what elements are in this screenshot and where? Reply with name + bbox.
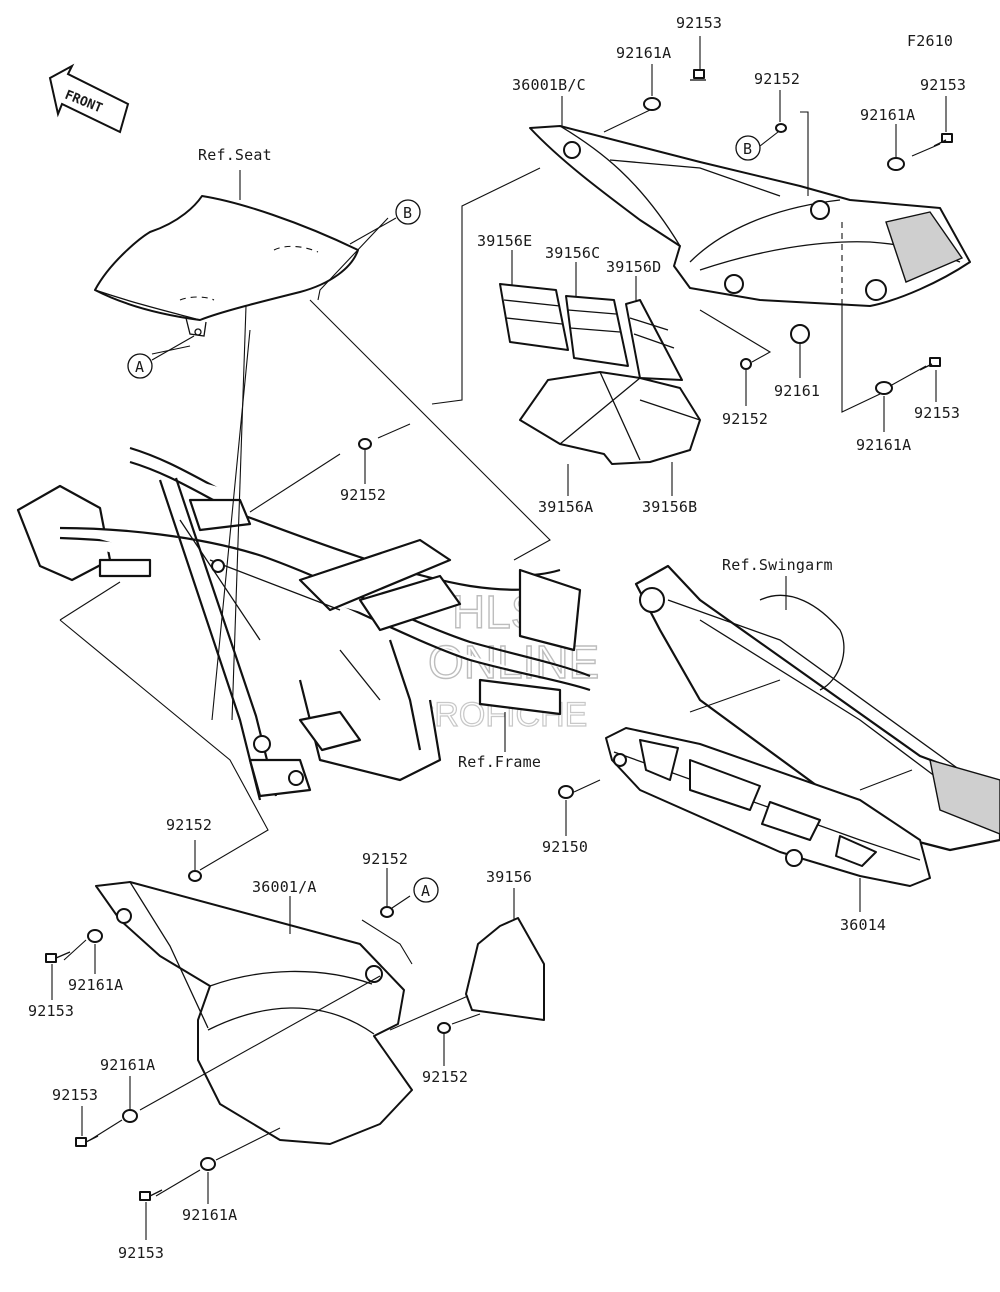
part-label: 39156 (486, 868, 532, 886)
callout-b-top-icon: B (735, 131, 779, 161)
part-label: 92161A (860, 106, 915, 124)
part-label: 92153 (676, 14, 722, 32)
collar-92161-icon (790, 324, 810, 344)
callout-a-seat-label: A (135, 358, 144, 376)
part-label: 36014 (840, 916, 886, 934)
part-label: 36001/A (252, 878, 317, 896)
collar-92161a-bottom1-icon (122, 1109, 138, 1123)
part-label: 39156A (538, 498, 593, 516)
part-label: 92153 (28, 1002, 74, 1020)
figure-code: F2610 (907, 32, 953, 50)
part-label: 92152 (422, 1068, 468, 1086)
decal-39156e (499, 283, 569, 351)
bolt-92153-bottom2-icon (139, 1189, 163, 1201)
bolt-92153-topright-icon (933, 133, 953, 147)
part-label: 92161A (182, 1206, 237, 1224)
part-label: 92161A (616, 44, 671, 62)
leader-lines (51, 36, 947, 1240)
ref-frame-label: Ref.Frame (458, 753, 541, 771)
seat-cowl-part (529, 125, 971, 307)
ref-swingarm-label: Ref.Swingarm (722, 556, 833, 574)
washer-92152-top-icon (775, 123, 787, 133)
labels: F2610 Ref.Seat Ref.Frame Ref.Swingarm 92… (28, 14, 966, 1262)
part-label: 92152 (722, 410, 768, 428)
part-label: 92152 (362, 850, 408, 868)
part-label: 92153 (920, 76, 966, 94)
part-label: 92161A (856, 436, 911, 454)
side-cover-part (95, 881, 413, 1145)
fasteners (45, 69, 953, 1201)
part-label: 36001B/C (512, 76, 586, 94)
frame-ref-part (16, 446, 591, 801)
chain-guard-part (605, 727, 931, 887)
part-label: 92153 (52, 1086, 98, 1104)
washer-92152-lowright-icon (437, 1022, 451, 1034)
callout-a-cover-icon: A (413, 877, 439, 903)
part-label: 92153 (118, 1244, 164, 1262)
collar-92161a-topright-icon (887, 157, 905, 171)
callout-b-top-label: B (743, 140, 752, 158)
decal-39156 (465, 917, 545, 1021)
collar-92161a-right-icon (875, 381, 893, 395)
collar-92161a-top-icon (643, 97, 661, 111)
callout-a-cover-label: A (421, 882, 430, 900)
callout-a-seat-icon: A (127, 335, 195, 379)
part-label: 39156E (477, 232, 532, 250)
part-label: 92161 (774, 382, 820, 400)
collar-92161a-bottom2-icon (200, 1157, 216, 1171)
bolt-92153-lowleft-icon (45, 951, 71, 963)
bolt-92153-right-icon (919, 357, 941, 371)
swingarm-ref-part (634, 564, 1000, 852)
part-label: 92152 (754, 70, 800, 88)
seat-ref-part (94, 170, 359, 337)
part-label: 39156C (545, 244, 600, 262)
part-label: 92150 (542, 838, 588, 856)
part-label: 92161A (100, 1056, 155, 1074)
ref-seat-label: Ref.Seat (198, 146, 272, 164)
part-label: 92152 (166, 816, 212, 834)
decal-set (499, 283, 701, 465)
decal-39156d (625, 299, 683, 381)
decal-39156ab (519, 371, 701, 465)
bolt-92150-icon (558, 785, 574, 799)
washer-92152-right-icon (740, 358, 752, 370)
washer-92152-mid-icon (358, 438, 372, 450)
part-label: 92153 (914, 404, 960, 422)
callout-b-seat-label: B (403, 204, 412, 222)
part-label: 92152 (340, 486, 386, 504)
part-label: 92161A (68, 976, 123, 994)
decal-39156c (565, 295, 629, 367)
part-label: 39156D (606, 258, 661, 276)
washer-92152-lowleft-icon (188, 870, 202, 882)
part-label: 39156B (642, 498, 697, 516)
washer-92152-lowmid-icon (380, 906, 394, 918)
bolt-92153-top-icon (690, 69, 706, 81)
callout-b-seat-icon: B (349, 199, 421, 245)
collar-92161a-lowleft-icon (87, 929, 103, 943)
front-arrow-icon: FRONT (48, 63, 130, 134)
